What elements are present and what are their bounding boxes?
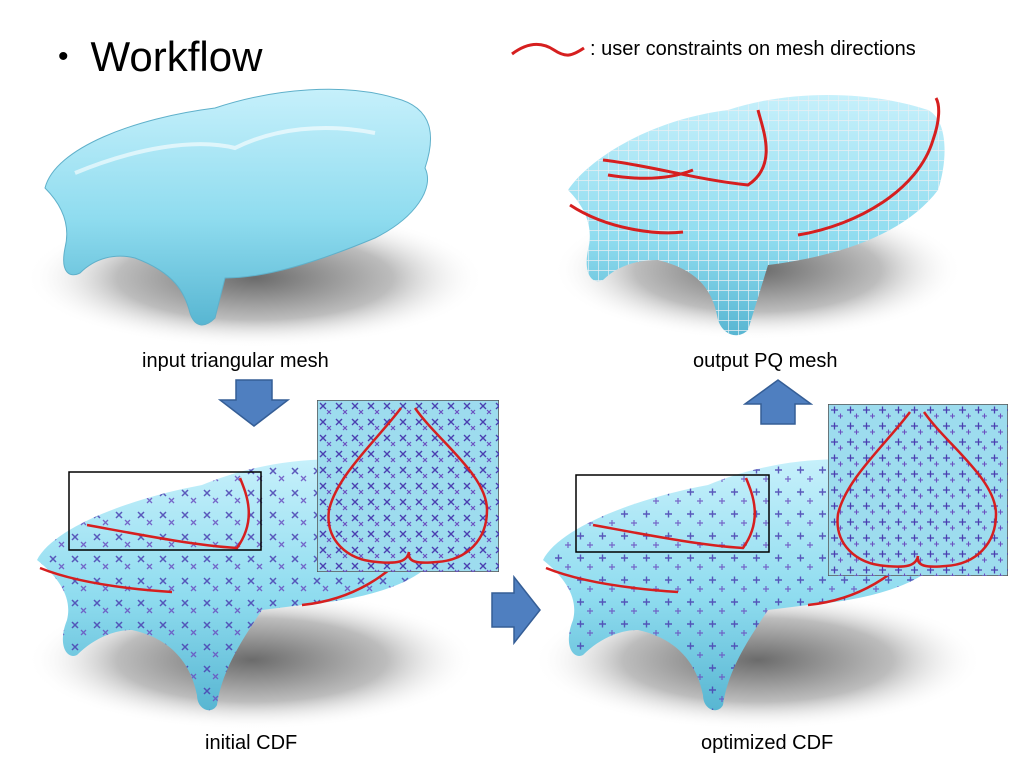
arrow-up-icon (743, 379, 813, 425)
arrow-right-icon (491, 575, 541, 645)
optimized-cdf-zoom-inset (828, 404, 1008, 576)
caption-output: output PQ mesh (693, 350, 838, 372)
slide-title: Workflow (90, 33, 263, 80)
output-mesh-image (553, 95, 963, 340)
constraint-line-icon (511, 43, 585, 57)
bullet-icon: • (58, 40, 69, 73)
input-mesh-image (25, 88, 485, 348)
slide-title-row: • Workflow (58, 36, 262, 78)
legend-text: : user constraints on mesh directions (590, 37, 916, 60)
arrow-down-icon (218, 379, 290, 427)
initial-cdf-zoom-inset (317, 400, 499, 572)
legend: : user constraints on mesh directions (510, 36, 916, 62)
caption-initial: initial CDF (205, 732, 298, 754)
caption-optimized: optimized CDF (701, 732, 834, 754)
caption-input: input triangular mesh (142, 350, 329, 372)
